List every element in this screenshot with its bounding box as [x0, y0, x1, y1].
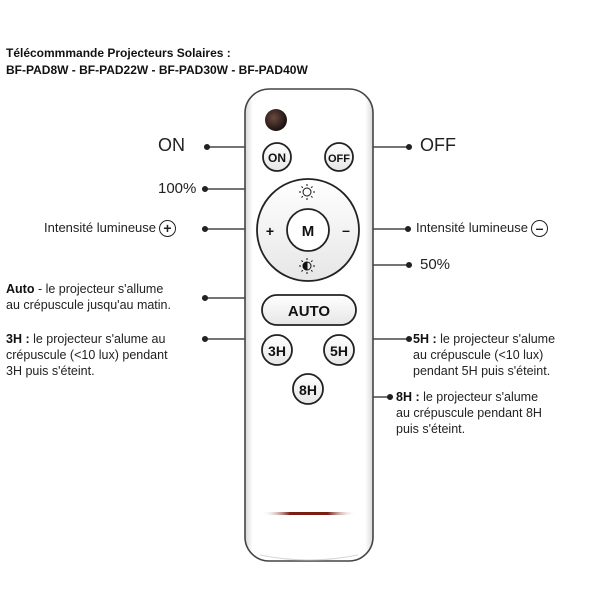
- 8h-note-l2: au crépuscule pendant 8H: [396, 406, 542, 420]
- percent-50-label: 50%: [420, 256, 451, 273]
- bottom-accent-stripe: [262, 512, 356, 515]
- minus-button-label[interactable]: –: [342, 222, 350, 238]
- intensity-minus-label: Intensité lumineuse–: [416, 220, 549, 238]
- sun-half-icon[interactable]: [299, 258, 315, 274]
- auto-button[interactable]: AUTO: [261, 294, 357, 326]
- intensity-plus-label: Intensité lumineuse+: [44, 220, 177, 238]
- on-label: ON: [158, 135, 185, 155]
- 3h-button[interactable]: 3H: [261, 334, 293, 366]
- 5h-button-label: 5H: [330, 343, 348, 359]
- minus-circle-icon: –: [531, 220, 549, 238]
- 5h-note-bold: 5H :: [413, 332, 437, 346]
- auto-description: Auto - le projecteur s'allume au crépusc…: [6, 281, 171, 313]
- plus-circle-icon: +: [159, 220, 177, 238]
- intensity-minus-text: Intensité lumineuse: [416, 220, 529, 235]
- auto-note-l1: - le projecteur s'allume: [34, 282, 164, 296]
- plus-button-label[interactable]: +: [266, 223, 274, 239]
- title-line-1: Télécommmande Projecteurs Solaires :: [6, 46, 231, 60]
- sun-full-icon[interactable]: [299, 184, 315, 200]
- ir-sensor-icon: [265, 109, 287, 131]
- page-title: Télécommmande Projecteurs Solaires : BF-…: [6, 45, 308, 79]
- 3h-button-label: 3H: [268, 343, 286, 359]
- title-line-2: BF-PAD8W - BF-PAD22W - BF-PAD30W - BF-PA…: [6, 63, 308, 77]
- on-button[interactable]: ON: [262, 142, 292, 172]
- auto-button-label: AUTO: [288, 303, 331, 320]
- 5h-note-l3: pendant 5H puis s'éteint.: [413, 364, 551, 378]
- 5h-button[interactable]: 5H: [323, 334, 355, 366]
- off-button[interactable]: OFF: [324, 142, 354, 172]
- m-button-label: M: [302, 223, 315, 240]
- off-label: OFF: [420, 135, 456, 155]
- auto-note-bold: Auto: [6, 282, 35, 296]
- off-button-label: OFF: [328, 153, 350, 165]
- 3h-description: 3H : le projecteur s'alume au crépuscule…: [6, 331, 168, 379]
- 5h-description: 5H : le projecteur s'alume au crépuscule…: [413, 331, 555, 379]
- 3h-note-l1: le projecteur s'alume au: [29, 332, 166, 346]
- 3h-note-l3: 3H puis s'éteint.: [6, 364, 95, 378]
- 5h-note-l2: au crépuscule (<10 lux): [413, 348, 544, 362]
- 5h-note-l1: le projecteur s'alume: [436, 332, 556, 346]
- intensity-plus-text: Intensité lumineuse: [44, 220, 157, 235]
- 8h-note-l3: puis s'éteint.: [396, 422, 466, 436]
- 8h-button-label: 8H: [299, 382, 317, 398]
- auto-note-l2: au crépuscule jusqu'au matin.: [6, 298, 171, 312]
- intensity-dpad[interactable]: M + –: [256, 178, 360, 282]
- on-button-label: ON: [268, 151, 286, 165]
- m-button[interactable]: [286, 208, 330, 252]
- percent-100-label: 100%: [158, 180, 197, 197]
- 3h-note-l2: crépuscule (<10 lux) pendant: [6, 348, 168, 362]
- 8h-button[interactable]: 8H: [292, 373, 324, 405]
- remote-bottom-edge: [259, 554, 359, 561]
- 8h-note-l1: le projecteur s'alume: [419, 390, 539, 404]
- 8h-note-bold: 8H :: [396, 390, 420, 404]
- leader-lines: [201, 143, 413, 401]
- 8h-description: 8H : le projecteur s'alume au crépuscule…: [396, 389, 542, 437]
- 3h-note-bold: 3H :: [6, 332, 30, 346]
